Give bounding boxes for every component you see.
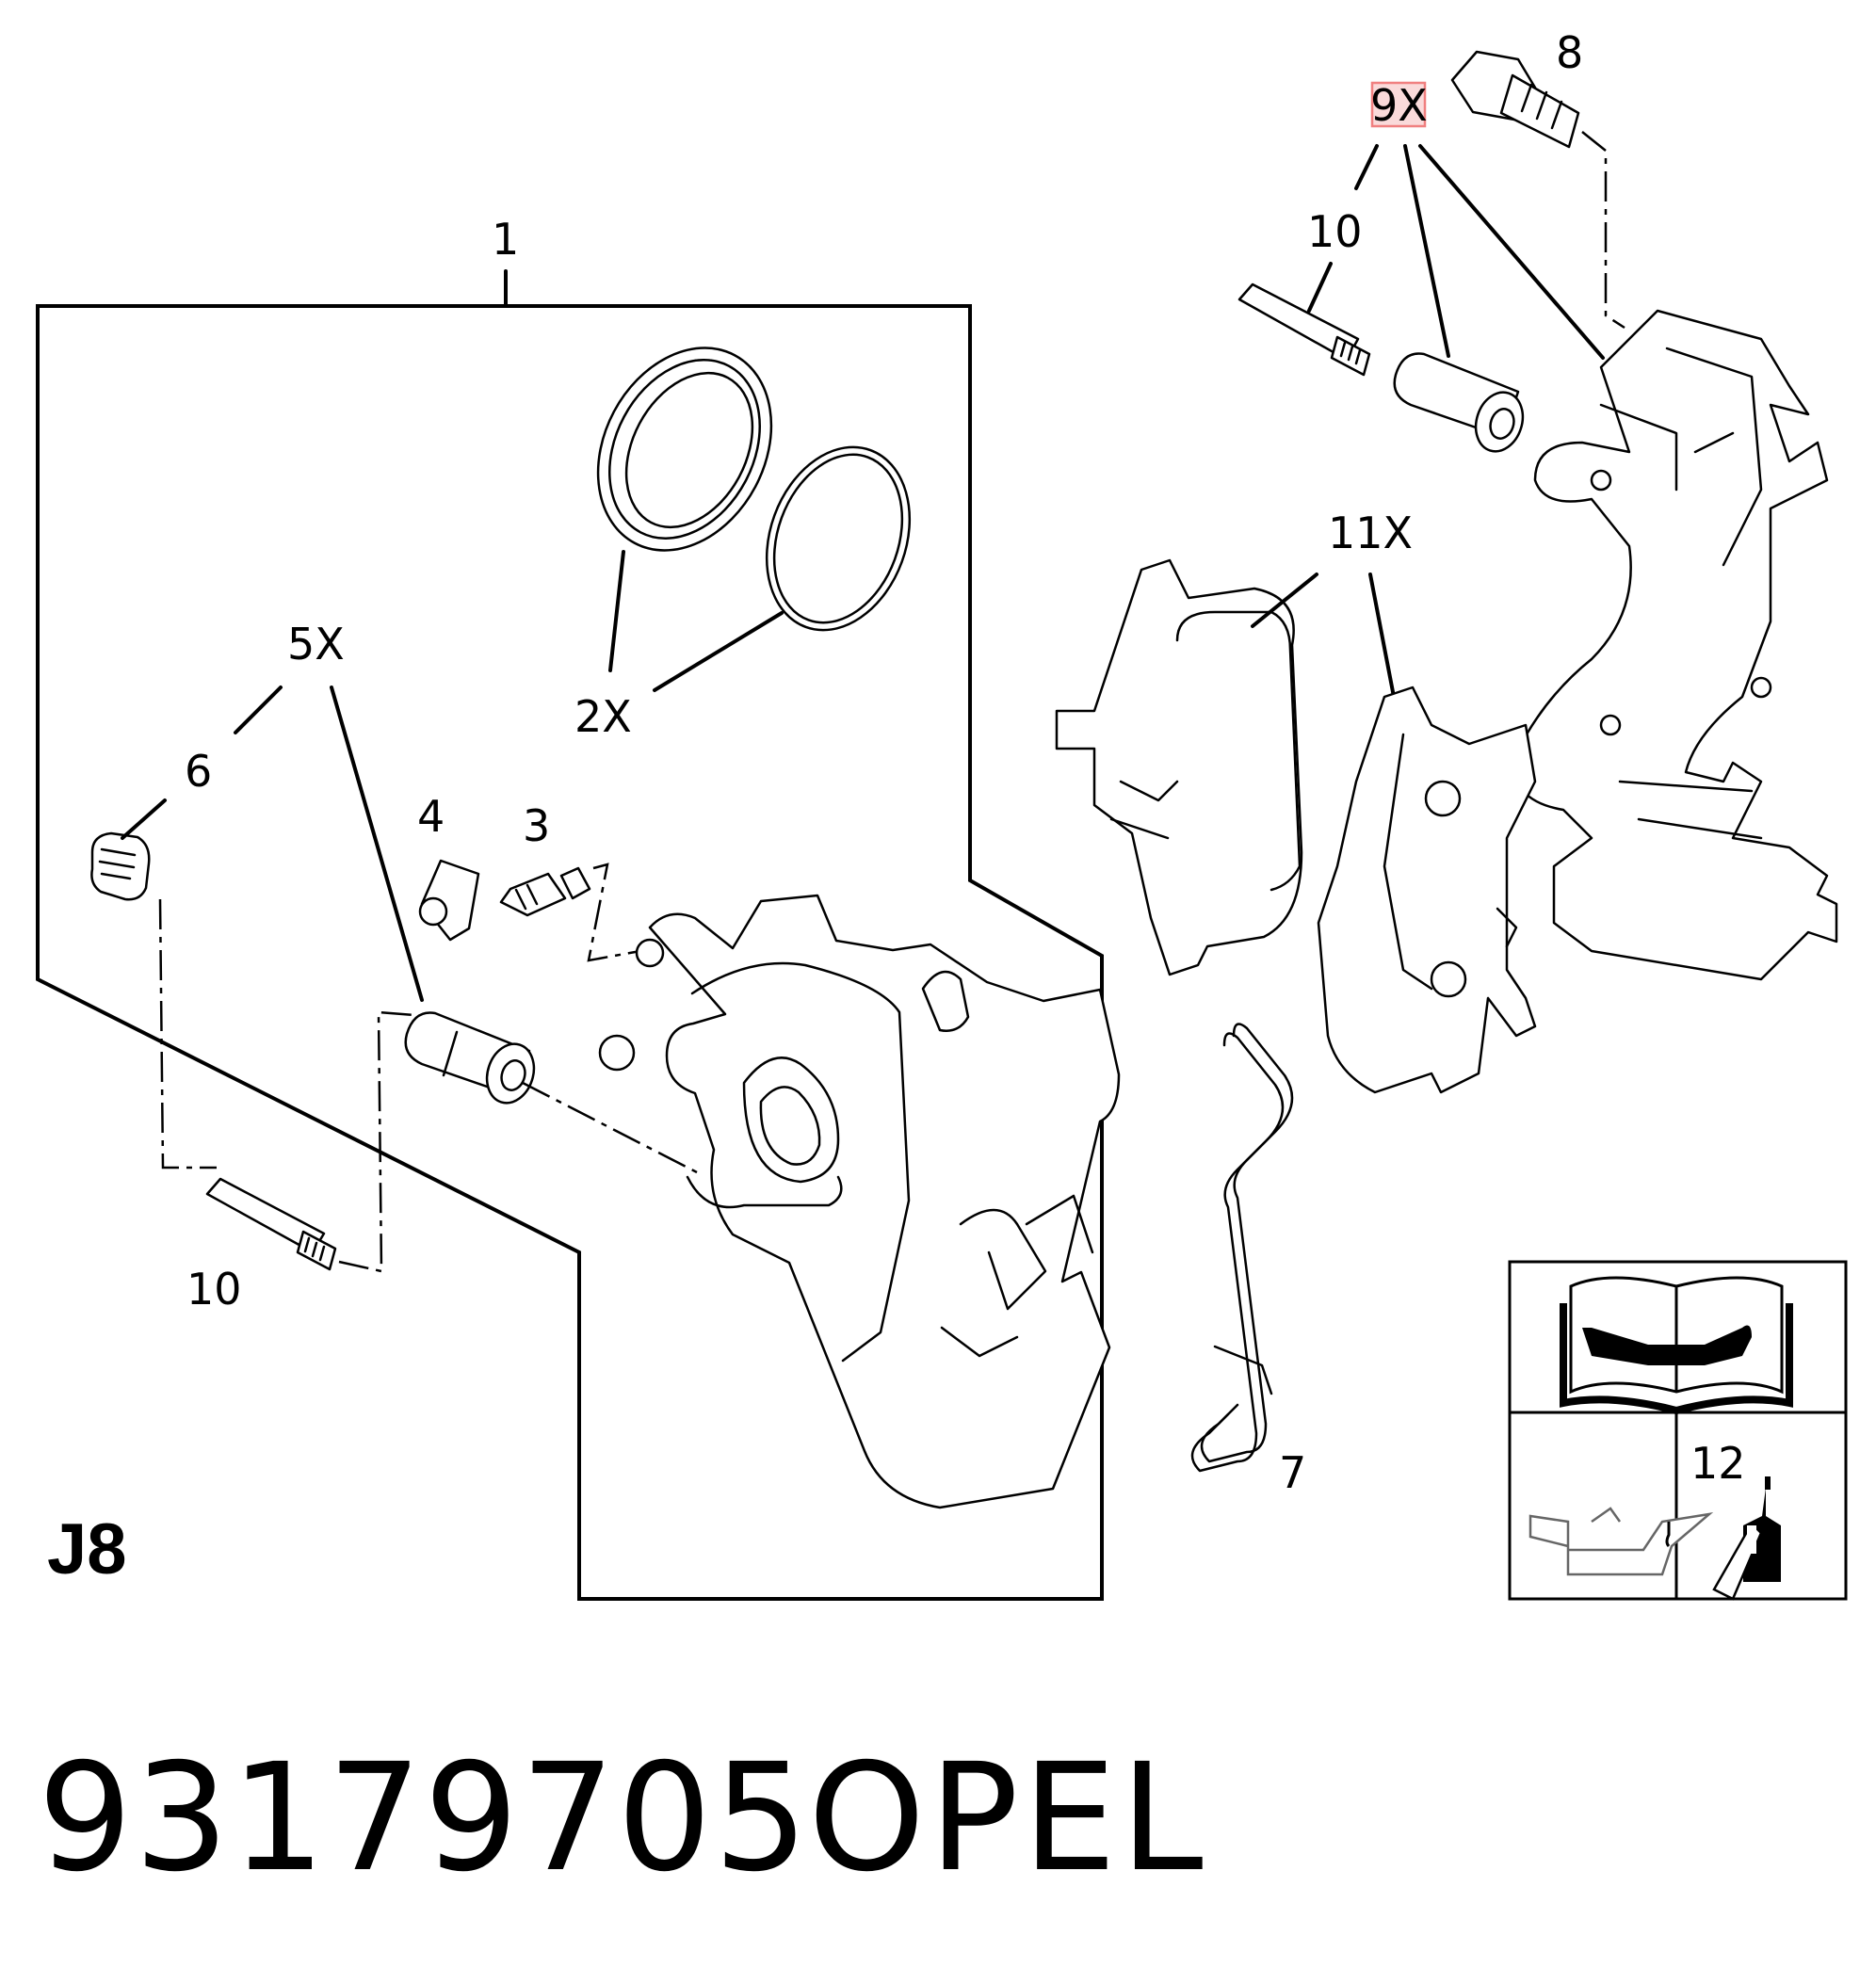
leader-2x-b <box>653 611 784 692</box>
repair-manual-icon <box>1560 1276 1793 1415</box>
brake-pad-inner <box>1317 686 1537 1094</box>
callout-2x: 2X <box>574 691 632 742</box>
anti-rattle-spring <box>1190 1023 1294 1473</box>
oil-can-icon <box>1528 1507 1714 1576</box>
callout-7: 7 <box>1279 1447 1306 1498</box>
kit-1-outline <box>36 304 1104 1601</box>
leader-5x-left <box>234 686 283 734</box>
part-number: 93179705 <box>38 1732 811 1905</box>
leader-10-top <box>1307 262 1333 313</box>
page-code: J8 <box>47 1509 127 1589</box>
caliper-carrier <box>1513 309 1838 981</box>
leader-5x-right <box>330 686 424 1002</box>
callout-9x-highlight <box>1370 81 1427 128</box>
dash-line-cap <box>158 898 217 1169</box>
mounting-bolt <box>1450 50 1580 149</box>
bleeder-cap <box>418 859 480 942</box>
callout-12: 12 <box>1690 1438 1746 1489</box>
leader-9x-c <box>1418 144 1605 360</box>
piston-seal <box>596 347 773 552</box>
callout-4: 4 <box>417 791 445 842</box>
callout-10-bottom: 10 <box>186 1264 242 1315</box>
callout-1: 1 <box>492 214 519 265</box>
callout-11x: 11X <box>1328 508 1413 558</box>
leader-6 <box>121 798 167 840</box>
caliper-housing <box>598 894 1121 1509</box>
leader-11x-a <box>1251 573 1318 628</box>
callout-5x: 5X <box>287 619 345 669</box>
o-ring <box>765 445 912 632</box>
leader-9x-a <box>1354 144 1379 190</box>
guide-pin-bottom <box>205 1177 337 1271</box>
guide-bushing-top <box>1393 352 1525 453</box>
callout-9x: 9X <box>1370 80 1428 131</box>
guide-pin-top <box>1237 282 1371 377</box>
leader-9x-b <box>1403 144 1450 358</box>
bleeder-screw <box>499 866 591 917</box>
brake-pad-outer <box>1055 558 1303 976</box>
dash-line-pin <box>338 1010 415 1273</box>
brand-name: OPEL <box>808 1732 1207 1905</box>
dash-line-bushing <box>522 1081 698 1174</box>
guide-bushing <box>404 1011 536 1105</box>
callout-10-top: 10 <box>1307 206 1363 257</box>
adhesive-bottle-icon <box>1712 1476 1781 1601</box>
dust-cap <box>90 831 151 901</box>
callout-3: 3 <box>523 800 550 851</box>
dash-line-bleeder <box>587 863 641 962</box>
callout-6: 6 <box>185 746 212 797</box>
leader-2x-a <box>608 550 625 672</box>
leader-11x-b <box>1368 573 1396 699</box>
callout-8: 8 <box>1556 27 1583 78</box>
dash-line-bolt <box>1581 131 1625 330</box>
